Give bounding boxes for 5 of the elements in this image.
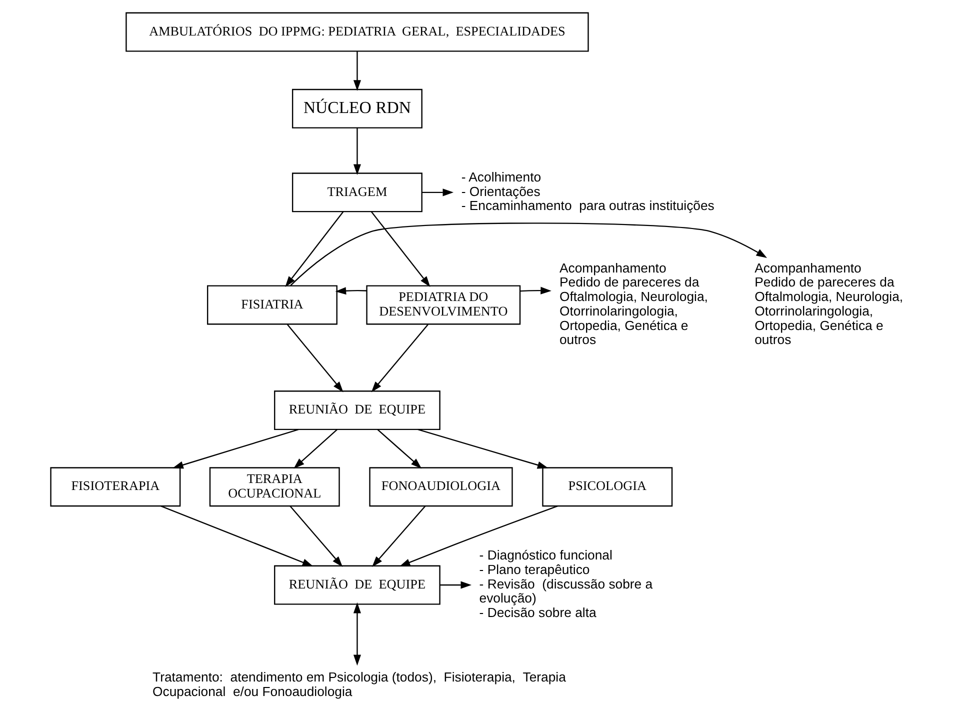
node-text: Acompanhamento Pedido de pareceres da Oftalmologia, Neurologia, Otorrinolaringologia, Ortopedia, Genética e outros [754,260,903,348]
node-text: - Diagnóstico funcional - Plano terapêutico - Revisão (discussão sobre a evolução) - Decisão sobre alta [478,548,652,620]
node-text: Acompanhamento Pedido de pareceres da Oftalmologia, Neurologia, Otorrinolaringologia, Ortopedia, Genética e outros [559,260,708,348]
node-text: - Acolhimento - Orientações - Encaminhamento para outras instituições [460,169,714,214]
node-text: Tratamento: atendimento em Psicologia (todos), Fisioterapia, Terapia Ocupacional e/ou Fonoaudiologia [152,670,566,700]
